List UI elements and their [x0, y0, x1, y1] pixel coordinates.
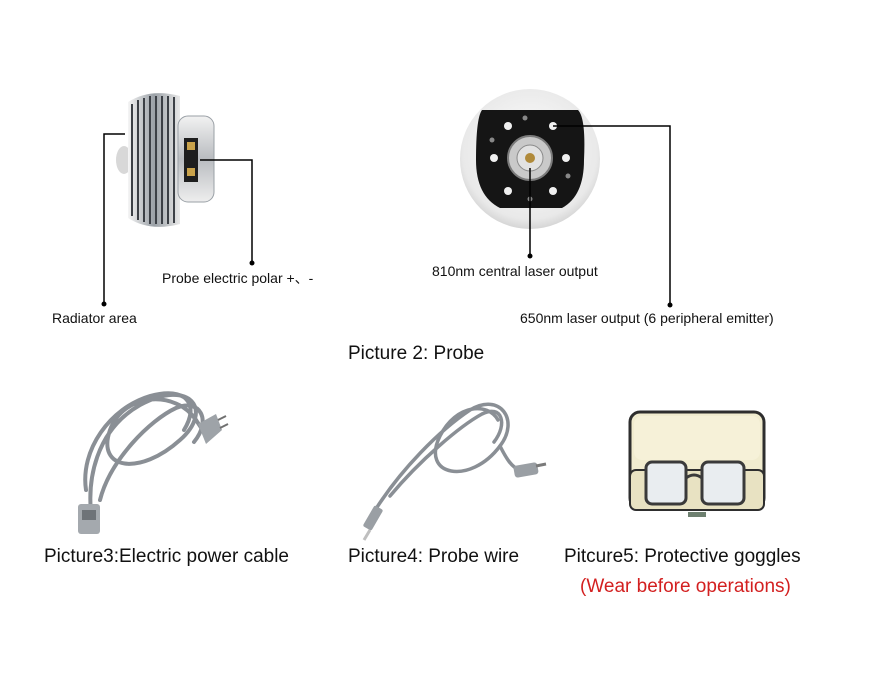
caption-goggles: Pitcure5: Protective goggles	[564, 546, 801, 567]
label-radiator-area: Radiator area	[52, 310, 137, 326]
label-peripheral-laser-output: 650nm laser output (6 peripheral emitter…	[520, 310, 774, 326]
power-cable-image	[83, 391, 206, 522]
goggles-case-image	[628, 410, 766, 517]
caption-power-cable: Picture3:Electric power cable	[44, 546, 289, 567]
leader-lines	[103, 125, 671, 305]
label-central-laser-output: 810nm central laser output	[432, 263, 598, 279]
probe-wire-image	[372, 402, 522, 514]
caption-probe-wire: Picture4: Probe wire	[348, 546, 520, 567]
label-probe-electric-polar: Probe electric polar +、-	[162, 270, 314, 286]
probe-front-image	[460, 89, 600, 229]
caption-probe: Picture 2: Probe	[348, 343, 485, 364]
caption-goggles-warning: (Wear before operations)	[580, 576, 791, 597]
probe-side-image	[116, 93, 215, 227]
probe-wire-connectors	[362, 462, 547, 541]
power-plug-image	[78, 414, 229, 534]
